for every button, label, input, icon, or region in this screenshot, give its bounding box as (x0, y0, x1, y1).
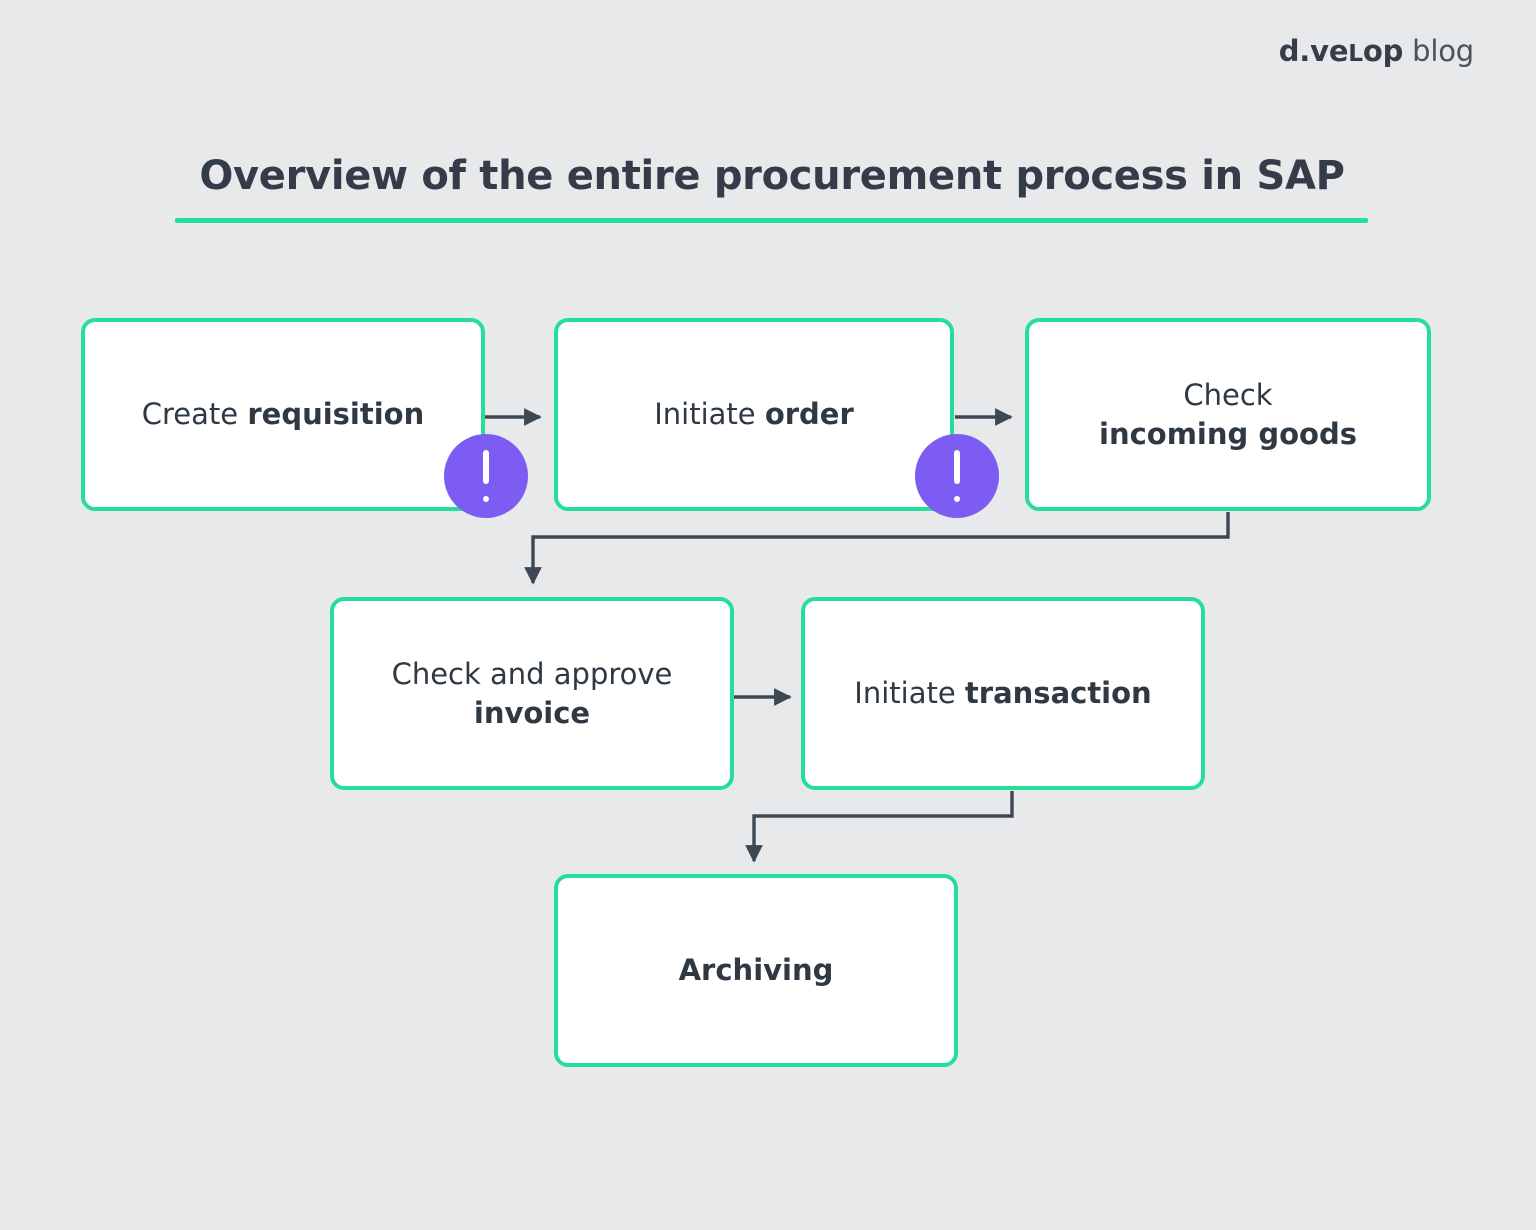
label-part-regular: Initiate (854, 676, 965, 711)
brand-mark-smallcap: l (1348, 40, 1363, 67)
label-part-regular: Check (1183, 377, 1273, 412)
alert-exclamation-icon (915, 434, 999, 518)
flow-node-transaction[interactable]: Initiate transaction (801, 597, 1205, 790)
flow-node-archiving[interactable]: Archiving (554, 874, 958, 1067)
flow-node-archiving-label: Archiving (678, 953, 834, 988)
edge-transaction-to-archiving (745, 791, 1014, 863)
title-underline-rule (175, 218, 1368, 223)
flow-node-incoming-goods-label: Check incoming goods (1099, 376, 1357, 453)
dvelop-blog-logo: d.velop blog (1279, 34, 1474, 68)
brand-mark-prefix: d.ve (1278, 34, 1349, 68)
brand-word-blog: blog (1412, 34, 1474, 68)
flow-node-incoming-goods[interactable]: Check incoming goods (1025, 318, 1431, 511)
exclamation-glyph (954, 450, 960, 502)
exclamation-glyph (483, 450, 489, 502)
flow-node-invoice[interactable]: Check and approve invoice (330, 597, 734, 790)
label-part-regular: Create (141, 397, 248, 432)
label-part-bold: order (764, 397, 854, 432)
flow-node-transaction-label: Initiate transaction (854, 674, 1151, 713)
label-part-bold: invoice (473, 695, 591, 730)
flow-node-order-label: Initiate order (654, 395, 854, 434)
label-part-regular: Initiate (654, 397, 765, 432)
brand-mark: d.velop (1278, 34, 1404, 68)
flow-node-order[interactable]: Initiate order (554, 318, 954, 511)
flow-node-invoice-label: Check and approve invoice (392, 655, 673, 732)
brand-mark-suffix: op (1362, 34, 1404, 68)
label-part-bold: incoming goods (1099, 416, 1357, 451)
edge-incoming-goods-to-invoice (524, 512, 1230, 585)
flow-node-requisition[interactable]: Create requisition (81, 318, 485, 511)
alert-exclamation-icon (444, 434, 528, 518)
flow-node-requisition-label: Create requisition (142, 395, 424, 434)
label-part-bold: requisition (247, 397, 425, 432)
label-part-bold: transaction (964, 676, 1152, 711)
label-part-regular: Check and approve (391, 656, 673, 691)
page-title: Overview of the entire procurement proce… (199, 153, 1345, 199)
